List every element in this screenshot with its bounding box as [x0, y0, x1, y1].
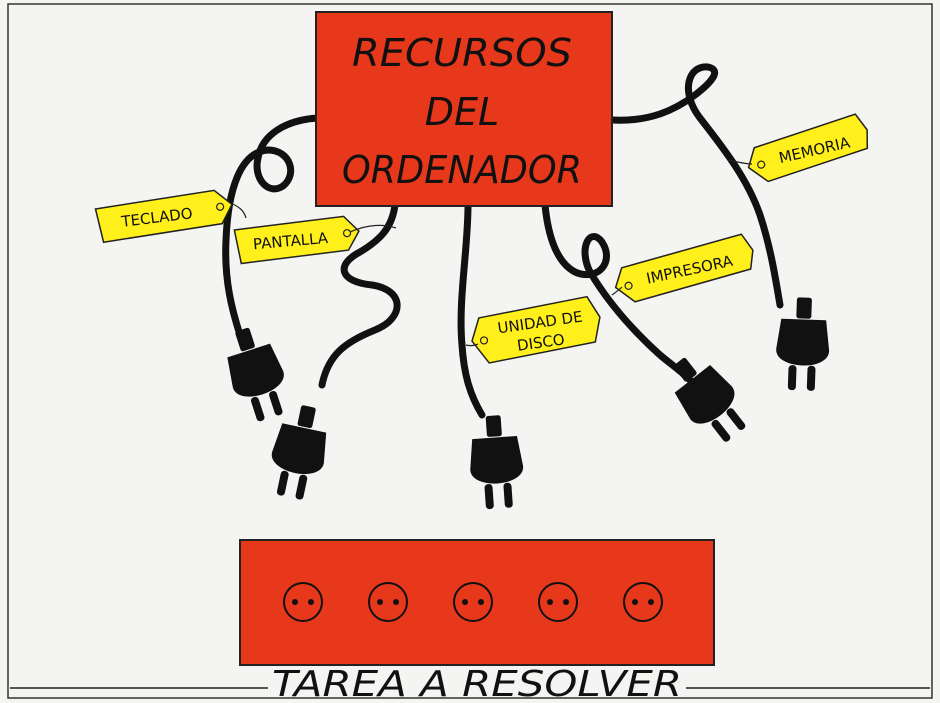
tag-disco: UNIDAD DE DISCO	[471, 295, 601, 364]
string-impresora	[611, 286, 623, 296]
plug-memoria	[776, 297, 830, 391]
tag-memoria: MEMORIA	[747, 113, 869, 183]
recursos-box: RECURSOS DEL ORDENADOR	[315, 11, 613, 207]
socket-hole	[648, 599, 654, 605]
socket-ring	[623, 582, 663, 622]
socket-hole	[478, 599, 484, 605]
socket-hole	[292, 599, 298, 605]
plug-pantalla	[271, 405, 327, 500]
cable-disco	[457, 201, 486, 419]
string-memoria	[727, 159, 753, 165]
socket-strip	[239, 539, 715, 666]
socket-ring	[283, 582, 323, 622]
tag-impresora: IMPRESORA	[614, 233, 754, 303]
recursos-line-1: RECURSOS	[352, 31, 572, 75]
cable-impresora	[541, 201, 694, 384]
socket-hole	[377, 599, 383, 605]
cable-pantalla	[318, 201, 401, 389]
recursos-box-bg	[315, 11, 613, 207]
socket-hole	[547, 599, 553, 605]
string-disco	[465, 343, 479, 347]
socket	[368, 582, 408, 622]
socket-ring	[368, 582, 408, 622]
socket-ring	[538, 582, 578, 622]
tarea-label: TAREA A RESOLVER	[272, 664, 682, 703]
socket	[623, 582, 663, 622]
socket-hole	[308, 599, 314, 605]
cable-teclado	[222, 114, 322, 339]
tags: TECLADO PANTALLA UNIDAD DE DISCO IMPRESO…	[94, 113, 869, 364]
string-pantalla	[349, 224, 397, 233]
plug-disco	[470, 415, 524, 510]
socket-hole	[563, 599, 569, 605]
string-teclado	[229, 202, 247, 219]
sockets	[283, 582, 663, 622]
page-frame	[7, 3, 933, 699]
tag-pantalla: PANTALLA	[233, 215, 360, 265]
cable-memoria	[608, 63, 784, 309]
socket-hole	[393, 599, 399, 605]
plug-impresora	[673, 357, 746, 442]
plugs	[227, 297, 830, 510]
socket-hole	[632, 599, 638, 605]
recursos-line-3: ORDENADOR	[342, 148, 582, 192]
recursos-line-2: DEL	[425, 90, 499, 134]
socket-ring	[453, 582, 493, 622]
socket	[283, 582, 323, 622]
socket-hole	[462, 599, 468, 605]
socket	[538, 582, 578, 622]
plug-teclado	[227, 327, 284, 422]
socket	[453, 582, 493, 622]
tag-teclado: TECLADO	[94, 189, 233, 244]
cables	[222, 63, 784, 419]
